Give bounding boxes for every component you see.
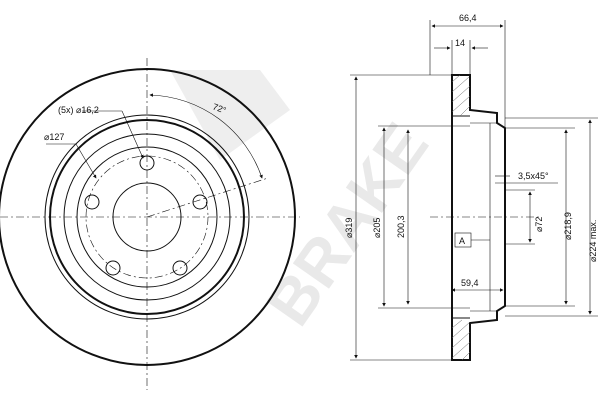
- hub-diameter-label: ⌀218,9: [563, 212, 573, 240]
- offset-label: 59,4: [461, 278, 479, 288]
- bolt-hole: [105, 260, 121, 276]
- pitch-leader: [75, 143, 97, 179]
- disc-profile: [451, 74, 506, 361]
- section-hatch: [451, 74, 471, 361]
- hat-thickness-label: 14: [455, 38, 465, 48]
- bolt-hole: [192, 194, 208, 210]
- total-height-label: 66,4: [459, 13, 477, 23]
- inner-dim-label: 200,3: [396, 215, 406, 238]
- datum-label: A: [459, 236, 465, 246]
- front-view: 72° (5x) ⌀16,2 ⌀127: [0, 58, 300, 390]
- bolt-hole-label: (5x) ⌀16,2: [58, 105, 99, 115]
- bore-diameter-label: ⌀72: [534, 217, 544, 232]
- watermark-logo-shape: [170, 70, 290, 160]
- pitch-circle-label: ⌀127: [44, 132, 64, 142]
- max-diameter-label: ⌀224 max.: [588, 220, 598, 262]
- hat-diameter-label: ⌀205: [372, 218, 382, 238]
- bolt-hole: [172, 260, 188, 276]
- side-view: 66,4 14 ⌀319 ⌀205 200,3 A 59,4 3,5x45°: [344, 13, 598, 361]
- bolt-axis-line: [146, 177, 269, 218]
- bolt-holes: [84, 155, 208, 276]
- bolt-leader: [121, 110, 144, 159]
- chamfer-label: 3,5x45°: [518, 171, 549, 181]
- outer-diameter-label: ⌀319: [344, 218, 354, 238]
- angle-arc: [149, 93, 263, 179]
- bolt-hole: [84, 194, 100, 210]
- angle-label: 72°: [211, 101, 228, 115]
